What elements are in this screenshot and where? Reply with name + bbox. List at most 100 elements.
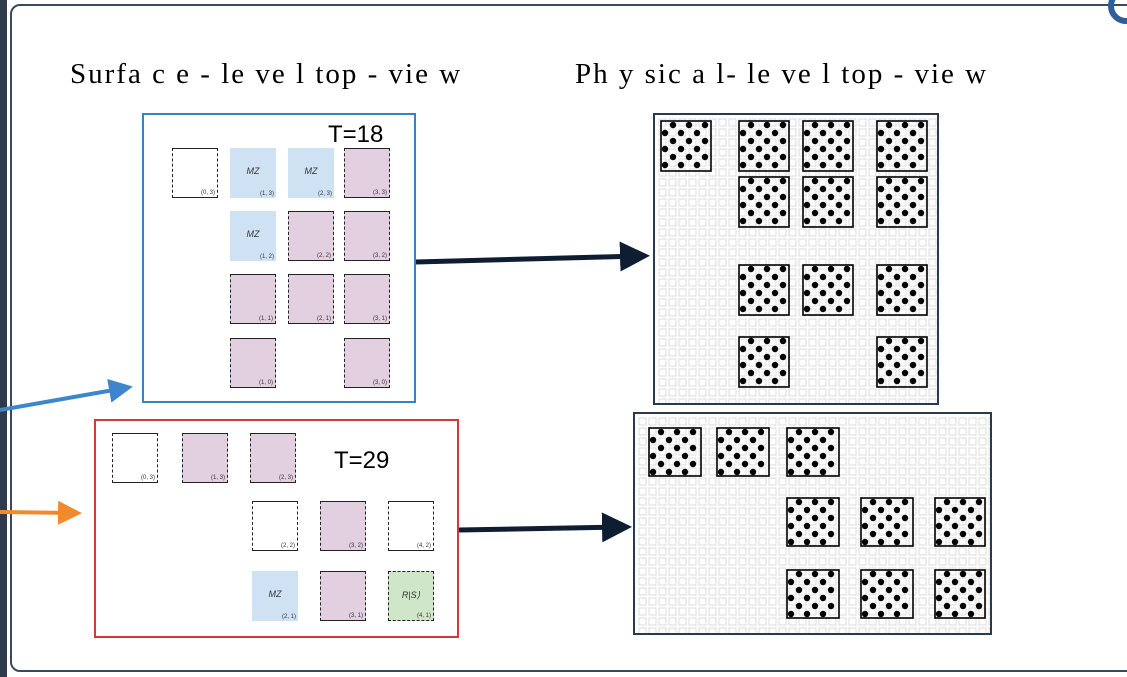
t29-qubit-cell: [968, 467, 977, 476]
t29-qubit-cell: [638, 597, 647, 606]
t29-qubit-cell: [678, 597, 687, 606]
t29-qubit-cell: [708, 457, 717, 466]
t29-qubit-cell: [848, 557, 857, 566]
t18-qubit-cell: [708, 318, 717, 327]
t18-qubit-cell: [668, 208, 677, 217]
t29-qubit-cell: [678, 527, 687, 536]
t18-qubit-cell: [928, 208, 937, 217]
t18-qubit-cell: [828, 238, 837, 247]
t18-qubit-cell: [838, 308, 847, 317]
t29-qubit-cell: [638, 437, 647, 446]
tile-coordinate-label: (3, 2): [348, 543, 363, 549]
t29-qubit-cell: [638, 487, 647, 496]
t18-qubit-cell: [688, 358, 697, 367]
t29-qubit-cell: [668, 577, 677, 586]
t18-qubit-cell: [828, 328, 837, 337]
t29-qubit-cell: [658, 487, 667, 496]
t29-qubit-cell: [928, 437, 937, 446]
t18-qubit-cell: [688, 288, 697, 297]
t29-qubit-cell: [778, 457, 787, 466]
t18-qubit-cell: [708, 218, 717, 227]
t29-qubit-cell: [848, 567, 857, 576]
t29-qubit-cell: [638, 447, 647, 456]
t18-qubit-cell: [708, 308, 717, 317]
t18-qubit-cell: [848, 328, 857, 337]
t18-qubit-cell: [718, 358, 727, 367]
t29-qubit-cell: [768, 487, 777, 496]
t18-qubit-cell: [808, 318, 817, 327]
t18-qubit-cell: [698, 328, 707, 337]
surface-t29-tile: R|S⟩(4, 1): [388, 571, 434, 621]
t18-qubit-cell: [768, 228, 777, 237]
t18-qubit-cell: [838, 148, 847, 157]
t29-qubit-cell: [678, 537, 687, 546]
t29-qubit-cell: [978, 427, 987, 436]
t18-qubit-cell: [858, 308, 867, 317]
t29-qubit-cell: [918, 507, 927, 516]
t18-qubit-cell: [918, 378, 927, 387]
t18-qubit-cell: [878, 138, 887, 147]
t18-qubit-cell: [828, 368, 837, 377]
t29-qubit-cell: [888, 457, 897, 466]
t18-qubit-cell: [658, 188, 667, 197]
t29-qubit-cell: [748, 557, 757, 566]
t18-qubit-cell: [708, 388, 717, 397]
t18-qubit-cell: [848, 398, 857, 403]
t29-qubit-cell: [738, 517, 747, 526]
t18-qubit-cell: [818, 168, 827, 177]
t18-qubit-cell: [688, 278, 697, 287]
t18-qubit-cell: [878, 118, 887, 127]
t29-qubit-cell: [918, 627, 927, 633]
t18-qubit-cell: [728, 358, 737, 367]
t29-qubit-cell: [918, 607, 927, 616]
t18-qubit-cell: [748, 248, 757, 257]
t29-qubit-cell: [758, 617, 767, 626]
t18-qubit-cell: [838, 318, 847, 327]
t18-qubit-cell: [758, 258, 767, 267]
t18-qubit-cell: [918, 398, 927, 403]
t18-qubit-cell: [838, 378, 847, 387]
t18-qubit-cell: [808, 168, 817, 177]
t29-qubit-cell: [878, 447, 887, 456]
t18-qubit-cell: [688, 308, 697, 317]
t29-qubit-cell: [698, 437, 707, 446]
t29-qubit-cell: [828, 577, 837, 586]
tile-operation-label: MZ: [246, 166, 260, 176]
tile-coordinate-label: (1, 3): [210, 475, 225, 481]
t18-qubit-cell: [808, 368, 817, 377]
t29-qubit-cell: [958, 447, 967, 456]
t29-qubit-cell: [668, 477, 677, 486]
t18-qubit-cell: [758, 318, 767, 327]
t29-qubit-cell: [868, 427, 877, 436]
t18-qubit-cell: [858, 358, 867, 367]
t18-qubit-cell: [728, 398, 737, 403]
t29-qubit-cell: [758, 537, 767, 546]
t18-qubit-cell: [728, 368, 737, 377]
t18-qubit-cell: [928, 318, 937, 327]
t18-qubit-cell: [658, 248, 667, 257]
t18-qubit-cell: [728, 388, 737, 397]
physical-level-heading: Ph y sic a l- le ve l top - vie w: [575, 58, 989, 90]
t29-qubit-cell: [978, 417, 987, 426]
t29-qubit-cell: [838, 617, 847, 626]
t29-qubit-cell: [668, 537, 677, 546]
t29-qubit-cell: [798, 517, 807, 526]
t29-qubit-cell: [738, 477, 747, 486]
t18-qubit-cell: [928, 118, 937, 127]
tile-coordinate-label: (0, 3): [140, 475, 155, 481]
t29-qubit-cell: [648, 587, 657, 596]
surface-t29-tile: (2, 2): [252, 501, 298, 551]
t18-qubit-cell: [928, 268, 937, 277]
t29-qubit-cell: [638, 537, 647, 546]
t18-qubit-cell: [868, 208, 877, 217]
t18-qubit-cell: [748, 318, 757, 327]
t18-qubit-cell: [728, 168, 737, 177]
t29-qubit-cell: [798, 417, 807, 426]
t29-qubit-cell: [928, 567, 937, 576]
t18-qubit-cell: [658, 288, 667, 297]
t29-qubit-cell: [988, 567, 990, 576]
t29-qubit-cell: [968, 487, 977, 496]
t29-qubit-cell: [758, 517, 767, 526]
t18-qubit-cell: [778, 308, 787, 317]
surface-t29-tile: (2, 3): [250, 433, 296, 483]
